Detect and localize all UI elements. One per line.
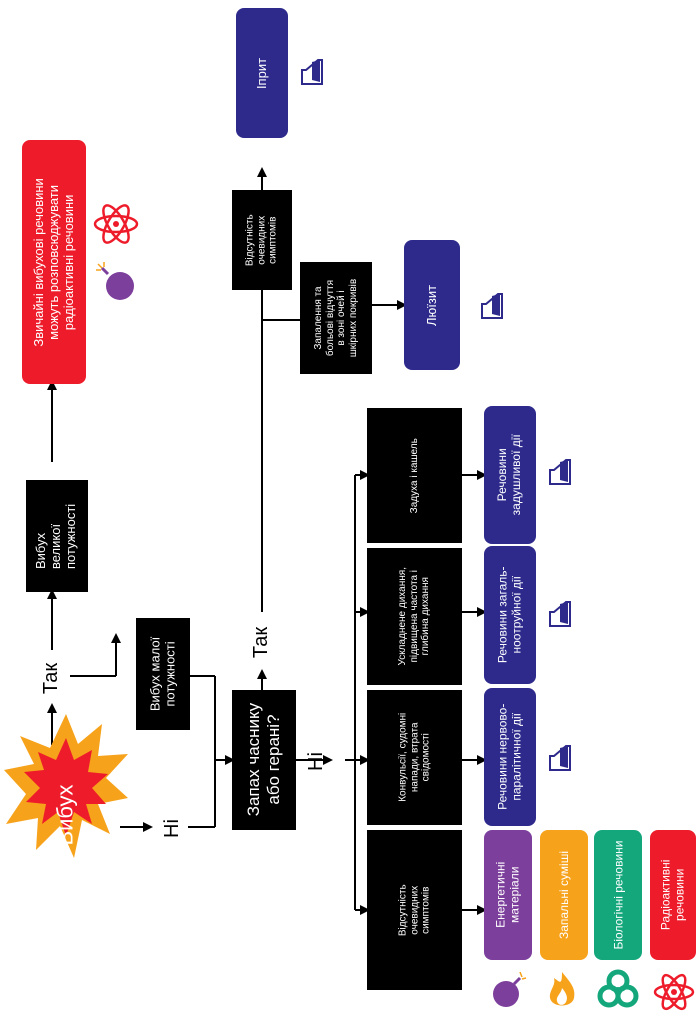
symptoms-breathing-box: Ускладнене дихання, підвищена частота і … <box>367 548 462 685</box>
no-label-mid: Ні <box>304 751 327 771</box>
category-biological-box: Біологічні речовини <box>594 830 642 960</box>
flask-icon <box>549 459 571 485</box>
explosion-label: Вибух <box>53 784 78 846</box>
fire-icon <box>549 972 575 1006</box>
agent-nerve-box: Речовини нервово- паралітичної дії <box>484 688 536 826</box>
yes-label-top: Так <box>40 662 63 694</box>
radiation-icon <box>653 973 695 1011</box>
radioactive-warning-box: Звичайні вибухові речовини можуть розпов… <box>22 140 86 384</box>
no-label-top: Ні <box>160 818 183 838</box>
category-energetic-box: Енергетичні матеріали <box>484 830 532 960</box>
yes-label-mid: Так <box>250 626 273 658</box>
flask-icon <box>549 745 571 771</box>
agent-lewisite-box: Люїзит <box>404 240 460 370</box>
high-power-explosion-box: Вибух великої потужності <box>26 480 88 592</box>
bomb-icon <box>96 262 134 300</box>
bomb-icon <box>493 971 527 1007</box>
symptoms-none-top-box: Відсутність очевидних симптомів <box>232 190 292 290</box>
explosion-burst <box>4 714 128 858</box>
flask-icon <box>549 601 571 627</box>
biohazard-icon <box>597 969 639 1008</box>
garlic-smell-question-box: Запах часнику або герані? <box>232 690 296 830</box>
low-power-explosion-box: Вибух малої потужності <box>136 618 190 730</box>
symptoms-suffocation-box: Задуха і кашель <box>367 408 462 543</box>
category-incendiary-box: Запальні суміші <box>540 830 588 960</box>
symptoms-convulsions-box: Конвульсії, судомні напади, втрата свідо… <box>367 690 462 825</box>
agent-choking-box: Речовини задушливої дії <box>484 406 536 544</box>
category-radioactive-box: Радіоактивні речовини <box>650 830 696 960</box>
flask-icon <box>301 59 323 85</box>
symptoms-none-bottom-box: Відсутність очевидних симптомів <box>367 830 462 990</box>
symptoms-inflammation-box: Запалення та больові відчуття в зоні оче… <box>300 262 372 374</box>
flask-icon <box>481 293 503 319</box>
radiation-icon <box>93 204 139 244</box>
agent-iprit-box: Іприт <box>236 8 288 138</box>
agent-blood-box: Речовини загаль- ноотруйної дії <box>484 546 536 684</box>
